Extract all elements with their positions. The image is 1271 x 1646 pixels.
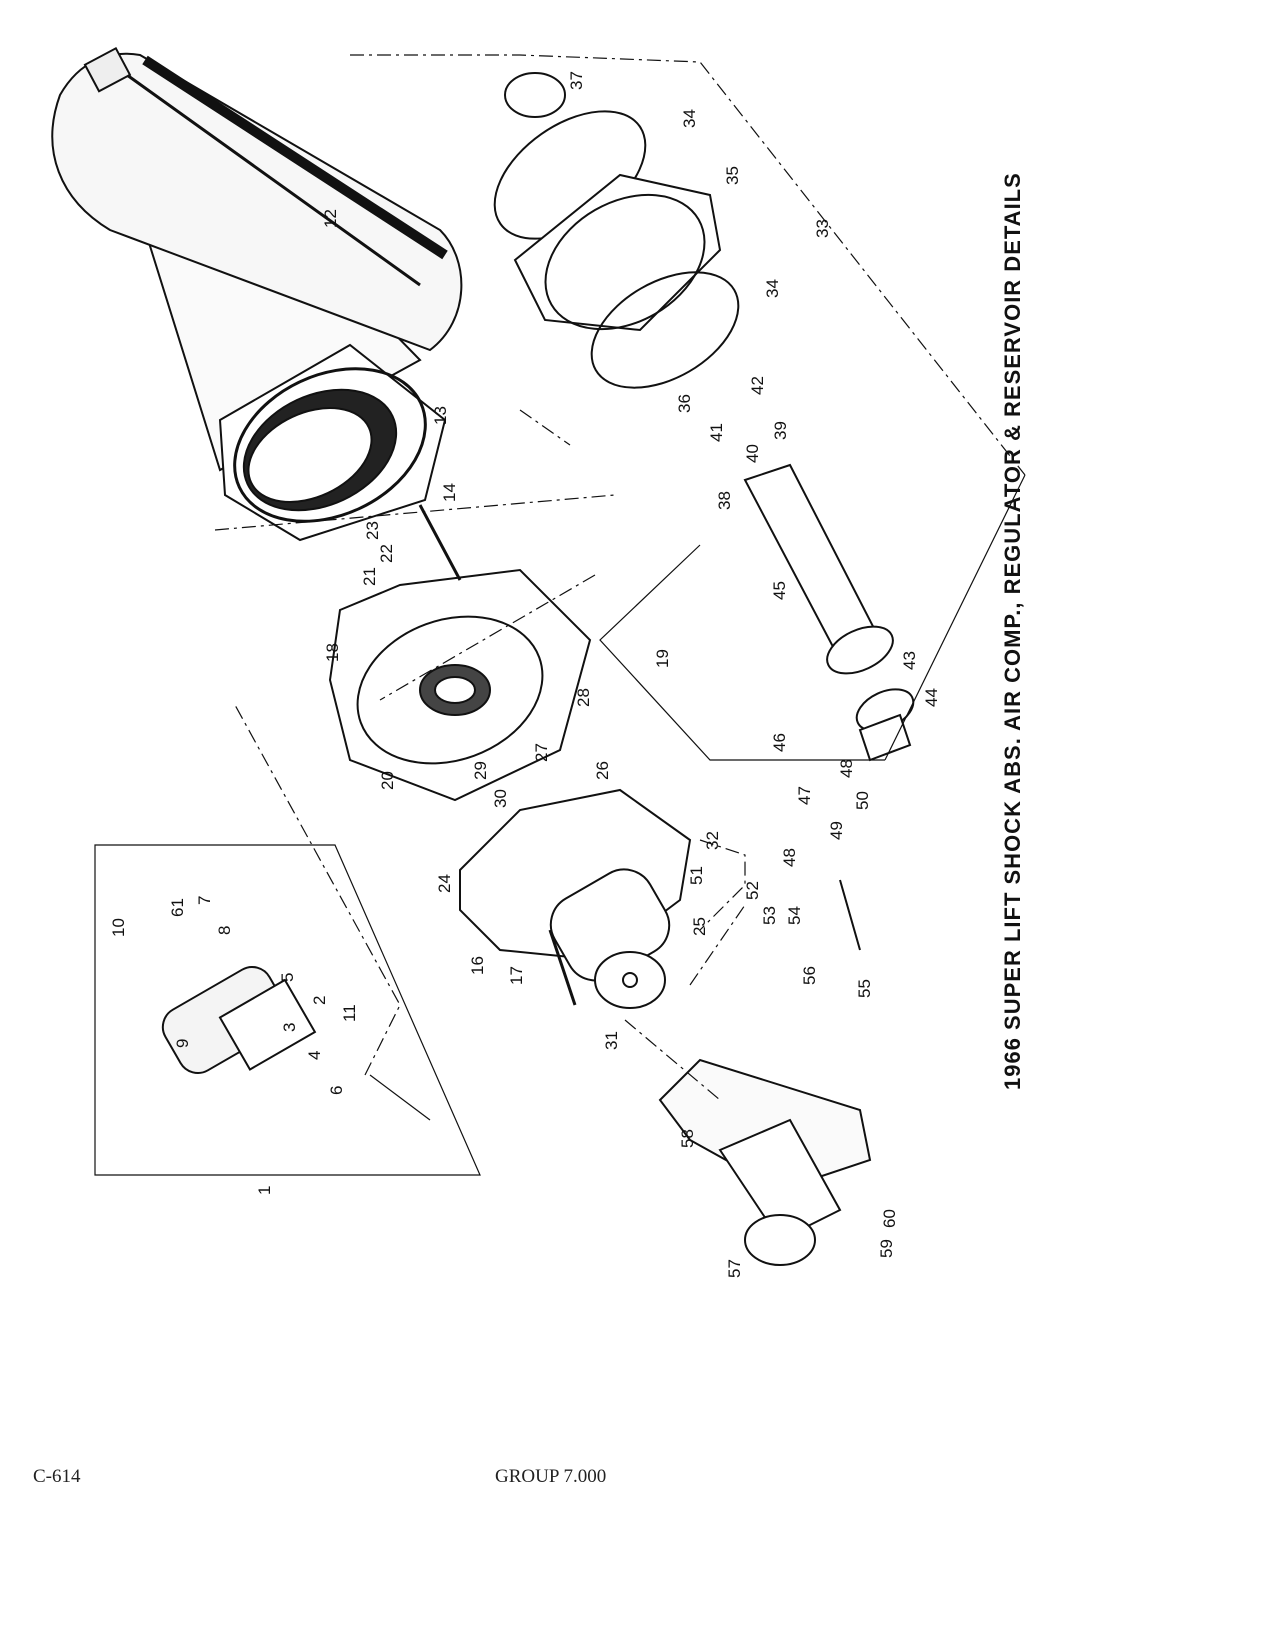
part-label-4: 4 bbox=[305, 1051, 324, 1060]
part-label-50: 50 bbox=[853, 791, 872, 810]
part-label-18: 18 bbox=[323, 643, 342, 662]
reservoir-flange bbox=[218, 343, 447, 542]
part-label-40: 40 bbox=[743, 444, 762, 463]
group-number: GROUP 7.000 bbox=[495, 1466, 607, 1487]
diaphragm-group bbox=[493, 72, 740, 389]
part-label-1: 1 bbox=[255, 1186, 274, 1195]
part-label-28: 28 bbox=[574, 688, 593, 707]
part-label-33: 33 bbox=[813, 219, 832, 238]
diagram-title: 1966 SUPER LIFT SHOCK ABS. AIR COMP., RE… bbox=[1000, 172, 1025, 1090]
part-label-54: 54 bbox=[785, 906, 804, 925]
part-label-38: 38 bbox=[715, 491, 734, 510]
part-label-21: 21 bbox=[360, 567, 379, 586]
part-label-48-bottom: 48 bbox=[780, 848, 799, 867]
part-label-42: 42 bbox=[748, 376, 767, 395]
part-label-3: 3 bbox=[280, 1023, 299, 1032]
part-label-2: 2 bbox=[310, 996, 329, 1005]
part-label-14: 14 bbox=[440, 483, 459, 502]
part-label-12: 12 bbox=[321, 209, 340, 228]
part-label-34-bottom: 34 bbox=[763, 279, 782, 298]
part-label-25: 25 bbox=[690, 917, 709, 936]
part-label-27: 27 bbox=[532, 743, 551, 762]
part-label-36: 36 bbox=[675, 394, 694, 413]
part-label-20: 20 bbox=[378, 771, 397, 790]
part-label-59: 59 bbox=[877, 1239, 896, 1258]
part-label-9: 9 bbox=[173, 1039, 192, 1048]
part-label-19: 19 bbox=[653, 649, 672, 668]
part-label-45: 45 bbox=[770, 581, 789, 600]
part-label-24: 24 bbox=[435, 874, 454, 893]
part-label-13: 13 bbox=[431, 406, 450, 425]
part-label-46: 46 bbox=[770, 733, 789, 752]
part-label-60: 60 bbox=[880, 1209, 899, 1228]
part-label-44: 44 bbox=[922, 688, 941, 707]
part-label-32: 32 bbox=[703, 831, 722, 850]
part-label-34-top: 34 bbox=[680, 109, 699, 128]
filter-muffler bbox=[161, 966, 317, 1074]
part-label-41: 41 bbox=[707, 423, 726, 442]
part-label-35: 35 bbox=[723, 166, 742, 185]
part-label-52: 52 bbox=[743, 881, 762, 900]
part-label-49: 49 bbox=[827, 821, 846, 840]
part-label-26: 26 bbox=[593, 761, 612, 780]
part-label-30: 30 bbox=[491, 789, 510, 808]
part-label-56: 56 bbox=[800, 966, 819, 985]
part-label-57: 57 bbox=[725, 1259, 744, 1278]
end-cap-cover bbox=[658, 1058, 872, 1266]
part-label-55: 55 bbox=[855, 979, 874, 998]
part-label-8: 8 bbox=[215, 926, 234, 935]
piston-assembly bbox=[743, 463, 915, 762]
part-label-16: 16 bbox=[468, 956, 487, 975]
part-label-6: 6 bbox=[327, 1086, 346, 1095]
part-label-48-top: 48 bbox=[837, 759, 856, 778]
part-label-17: 17 bbox=[507, 966, 526, 985]
part-label-58: 58 bbox=[678, 1129, 697, 1148]
part-label-10: 10 bbox=[109, 918, 128, 937]
part-label-29: 29 bbox=[471, 761, 490, 780]
part-label-31: 31 bbox=[602, 1031, 621, 1050]
compressor-housing bbox=[328, 568, 592, 802]
part-label-51: 51 bbox=[687, 866, 706, 885]
part-label-22: 22 bbox=[377, 544, 396, 563]
part-label-39: 39 bbox=[771, 421, 790, 440]
part-label-5: 5 bbox=[278, 973, 297, 982]
part-label-23: 23 bbox=[363, 521, 382, 540]
part-label-47: 47 bbox=[795, 786, 814, 805]
page-number: C-614 bbox=[33, 1466, 81, 1487]
part-label-53: 53 bbox=[760, 906, 779, 925]
part-label-37: 37 bbox=[567, 71, 586, 90]
part-label-61: 61 bbox=[168, 898, 187, 917]
part-label-43: 43 bbox=[900, 651, 919, 670]
regulator-body bbox=[459, 788, 692, 1009]
part-label-7: 7 bbox=[195, 896, 214, 905]
part-label-11: 11 bbox=[340, 1004, 359, 1022]
